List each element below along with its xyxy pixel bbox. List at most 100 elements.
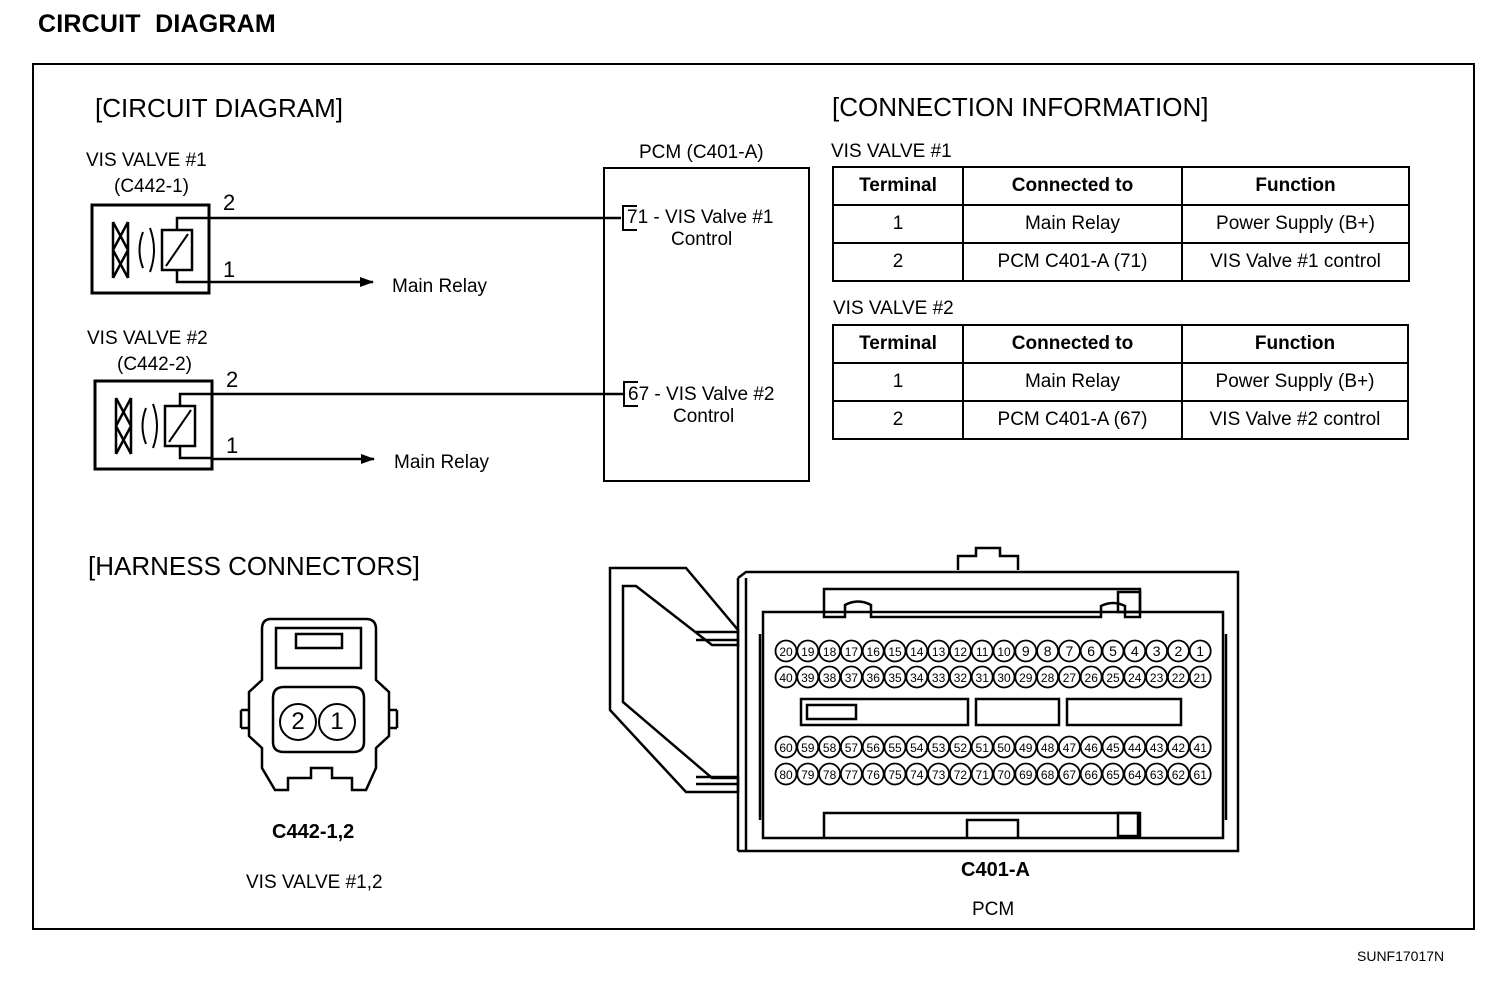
c401a-pin-label: 54 (910, 741, 924, 755)
c442-connector-description: VIS VALVE #1,2 (246, 872, 383, 893)
c401a-pin-label: 65 (1106, 768, 1120, 782)
column-header-function: Function (1181, 166, 1410, 206)
connected-to-cell: PCM C401-A (71) (962, 242, 1183, 282)
vis-valve-2-wires (212, 392, 624, 464)
c401a-pin-label: 20 (779, 645, 793, 659)
c401a-pin-label: 12 (954, 645, 968, 659)
c401a-pin-label: 9 (1022, 643, 1030, 659)
pcm-title: PCM (C401-A) (639, 142, 764, 163)
circuit-diagram-heading: [CIRCUIT DIAGRAM] (95, 93, 343, 123)
c442-connector-name: C442-1,2 (272, 821, 355, 843)
c401a-pin-circle (1188, 665, 1212, 689)
column-header-terminal: Terminal (832, 324, 964, 364)
diagram-frame (32, 63, 1475, 930)
c401a-pin-label: 64 (1128, 768, 1142, 782)
column-header-connected-to: Connected to (962, 324, 1183, 364)
c401a-pin-label: 80 (779, 768, 793, 782)
c401a-pin-label: 63 (1150, 768, 1164, 782)
c401a-pin-label: 36 (867, 671, 881, 685)
vis-valve-2-connection-table: Terminal Connected to Function 1 Main Re… (832, 324, 1409, 440)
pcm-pin-67-control-label: Control (673, 406, 735, 427)
vis-valve-2-symbol (93, 379, 214, 471)
c401a-pin-label: 22 (1172, 671, 1186, 685)
terminal-cell: 1 (832, 362, 964, 402)
table-row: 2 PCM C401-A (67) VIS Valve #2 control (832, 400, 1409, 440)
c401a-pin-label: 3 (1153, 643, 1161, 659)
c401a-pin-label: 60 (779, 741, 793, 755)
c401a-pin-circle (1188, 762, 1212, 786)
table-header-row: Terminal Connected to Function (832, 166, 1410, 206)
c401a-pin-label: 45 (1106, 741, 1120, 755)
vis-valve-1-name: VIS VALVE #1 (86, 150, 207, 171)
c401a-pin-label: 68 (1041, 768, 1055, 782)
c401a-pin-label: 56 (867, 741, 881, 755)
c401a-pin-label: 18 (823, 645, 837, 659)
vis-valve-1-main-relay-label: Main Relay (392, 276, 488, 297)
table-row: 1 Main Relay Power Supply (B+) (832, 204, 1410, 244)
vis-valve-1-pin-2-label: 2 (223, 190, 236, 215)
vis-valve-1-connection-table: Terminal Connected to Function 1 Main Re… (832, 166, 1410, 282)
c401a-pin-label: 39 (801, 671, 815, 685)
c401a-pin-label: 34 (910, 671, 924, 685)
c401a-pin-label: 35 (888, 671, 902, 685)
c401a-pin-label: 74 (910, 768, 924, 782)
harness-connectors-heading: [HARNESS CONNECTORS] (88, 551, 420, 581)
c401a-pin-label: 78 (823, 768, 837, 782)
c401a-pin-label: 69 (1019, 768, 1033, 782)
c401a-pin-label: 15 (888, 645, 902, 659)
c401a-pin-circle (1188, 735, 1212, 759)
c401a-pin-label: 13 (932, 645, 946, 659)
c401a-pin-label: 77 (845, 768, 859, 782)
pcm-box (603, 167, 810, 482)
c401a-pin-label: 49 (1019, 741, 1033, 755)
table-row: 2 PCM C401-A (71) VIS Valve #1 control (832, 242, 1410, 282)
c401a-pin-label: 58 (823, 741, 837, 755)
c401a-pin-label: 32 (954, 671, 968, 685)
c401a-pin-label: 10 (997, 645, 1011, 659)
pcm-pin-71-label: 71 - VIS Valve #1 (627, 207, 774, 228)
c401a-pin-label: 8 (1044, 643, 1052, 659)
vis-valve-1-symbol (90, 203, 211, 295)
column-header-connected-to: Connected to (962, 166, 1183, 206)
c401a-pin-label: 21 (1194, 671, 1208, 685)
c401a-pin-label: 61 (1194, 768, 1208, 782)
c401a-connector-name: C401-A (961, 859, 1030, 881)
c401a-pin-label: 71 (976, 768, 990, 782)
c401a-pin-label: 17 (845, 645, 859, 659)
connected-to-cell: Main Relay (962, 362, 1183, 402)
c401a-pin-label: 6 (1087, 643, 1095, 659)
c401a-pin-label: 11 (976, 645, 989, 659)
table-row: 1 Main Relay Power Supply (B+) (832, 362, 1409, 402)
c401a-pin-label: 24 (1128, 671, 1142, 685)
c401a-pin-label: 44 (1128, 741, 1142, 755)
c401a-pin-label: 4 (1131, 643, 1139, 659)
terminal-cell: 2 (832, 242, 964, 282)
c401a-pin-label: 42 (1172, 741, 1186, 755)
c401a-pin-label: 41 (1194, 741, 1208, 755)
vis-valve-1-connector: (C442-1) (114, 176, 189, 197)
c401a-pin-label: 47 (1063, 741, 1077, 755)
c401a-pin-label: 46 (1085, 741, 1099, 755)
c401a-pin-label: 57 (845, 741, 859, 755)
c401a-pin-label: 53 (932, 741, 946, 755)
page-title: CIRCUIT DIAGRAM (38, 10, 276, 38)
table-1-title: VIS VALVE #1 (831, 141, 952, 162)
c401a-pin-label: 37 (845, 671, 859, 685)
c442-pin-2: 2 (279, 703, 317, 741)
c401a-pin-label: 75 (888, 768, 902, 782)
c401a-pin-label: 51 (976, 741, 990, 755)
c401a-pin-label: 38 (823, 671, 837, 685)
c442-pin-1: 1 (318, 703, 356, 741)
c401a-pin-label: 27 (1063, 671, 1077, 685)
c401a-pin-label: 2 (1175, 643, 1183, 659)
vis-valve-1-pin-1-label: 1 (223, 257, 236, 282)
c401a-pin-label: 16 (867, 645, 881, 659)
c401a-pin-label: 72 (954, 768, 968, 782)
c401a-pin-label: 55 (888, 741, 902, 755)
c401a-pin-label: 29 (1019, 671, 1033, 685)
c401a-pin-label: 19 (801, 645, 815, 659)
c401a-pin-label: 48 (1041, 741, 1055, 755)
table-2-title: VIS VALVE #2 (833, 298, 954, 319)
